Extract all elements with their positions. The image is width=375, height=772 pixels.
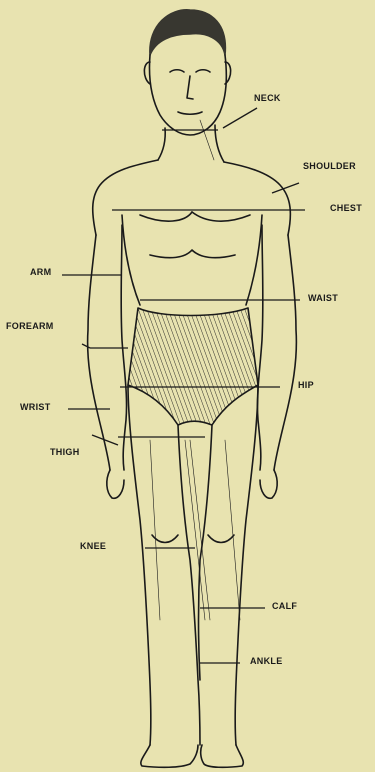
label-calf: CALF bbox=[272, 602, 297, 611]
label-waist: WAIST bbox=[308, 294, 338, 303]
label-forearm: FOREARM bbox=[6, 322, 54, 331]
label-arm: ARM bbox=[30, 268, 51, 277]
label-shoulder: SHOULDER bbox=[303, 162, 356, 171]
label-knee: KNEE bbox=[80, 542, 106, 551]
label-wrist: WRIST bbox=[20, 403, 51, 412]
label-thigh: THIGH bbox=[50, 448, 80, 457]
label-hip: HIP bbox=[298, 381, 314, 390]
label-ankle: ANKLE bbox=[250, 657, 283, 666]
label-chest: CHEST bbox=[330, 204, 362, 213]
label-neck: NECK bbox=[254, 94, 281, 103]
